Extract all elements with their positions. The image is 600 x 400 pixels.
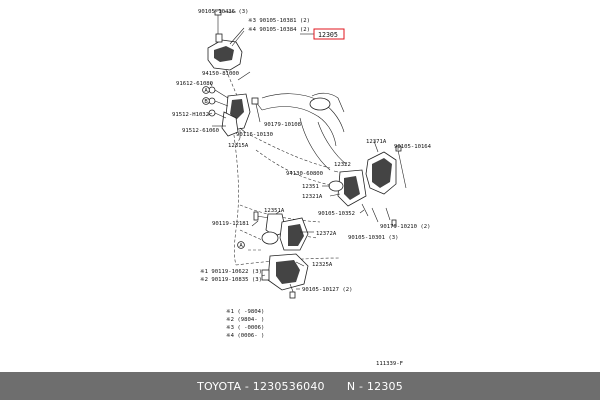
- label-12325A: 12325A: [312, 262, 333, 268]
- label-90116-10130: 90116-10130: [236, 132, 273, 138]
- label-90105-10301: 90105-10301 (3): [348, 235, 399, 241]
- note-4: ※4 (0006- ): [226, 332, 264, 339]
- engine-mount-12305: [207, 9, 314, 99]
- label-90105-10164: 90105-10164: [394, 144, 432, 150]
- label-91512-H1032: 91512-H1032: [172, 112, 209, 118]
- label-90119-10835: ※2 90119-10835 (3): [200, 276, 262, 283]
- label-90119-10622: ※1 90119-10622 (3): [200, 268, 262, 275]
- label-90179-10108: 90179-10108: [264, 122, 302, 128]
- engine-outline: [231, 92, 347, 266]
- note-2: ※2 (9804- ): [226, 316, 264, 323]
- label-12315A: 12315A: [228, 143, 249, 149]
- footer-part-info: TOYOTA - 1230536040 N - 12305: [197, 379, 403, 393]
- callout-a-top: A: [204, 88, 208, 94]
- label-90105-10384: ※4 90105-10384 (2): [248, 26, 310, 33]
- middle-mount-12372A: [253, 211, 314, 251]
- label-12372A: 12372A: [316, 231, 337, 237]
- label-90105-10352: 90105-10352: [318, 211, 355, 217]
- label-91512-61060: 91512-61060: [182, 128, 219, 134]
- label-91612-61080: 91612-61080: [176, 81, 213, 87]
- footer-bar: TOYOTA - 1230536040 N - 12305: [0, 372, 600, 400]
- note-1: ※1 ( -9804): [226, 308, 264, 315]
- highlight-box-12305: [313, 28, 345, 40]
- label-90105-10381: ※3 90105-10381 (2): [248, 17, 310, 24]
- label-12305: 12305: [318, 31, 338, 39]
- label-12321A: 12321A: [302, 194, 323, 200]
- leader-lines: [207, 11, 399, 290]
- diagram-ref-code: 111339-F: [376, 361, 404, 367]
- callout-markers: A B A: [202, 86, 245, 249]
- label-12322: 12322: [334, 162, 351, 168]
- label-90179-10210: 90179-10210 (2): [380, 224, 431, 230]
- label-12361: 12351: [302, 184, 319, 190]
- callout-a-bottom: A: [239, 243, 243, 249]
- callout-b: B: [204, 99, 208, 105]
- label-94130-60800: 94130-60800: [286, 171, 323, 177]
- label-90105-10127: 90105-10127 (2): [302, 287, 353, 293]
- label-12371A: 12371A: [366, 139, 387, 145]
- note-3: ※3 ( -0006): [226, 324, 264, 331]
- right-mount-12371A: [328, 145, 407, 227]
- label-90119-12181: 90119-12181: [212, 221, 249, 227]
- label-90105-10436: 90105-10436 (3): [198, 9, 249, 15]
- label-94150-81000: 94150-81000: [202, 71, 239, 77]
- label-12351A: 12351A: [264, 208, 285, 214]
- applicability-notes: ※1 ( -9804) ※2 (9804- ) ※3 ( -0006) ※4 (…: [226, 308, 264, 339]
- part-labels: 90105-10436 (3) ※3 90105-10381 (2) ※4 90…: [172, 9, 432, 293]
